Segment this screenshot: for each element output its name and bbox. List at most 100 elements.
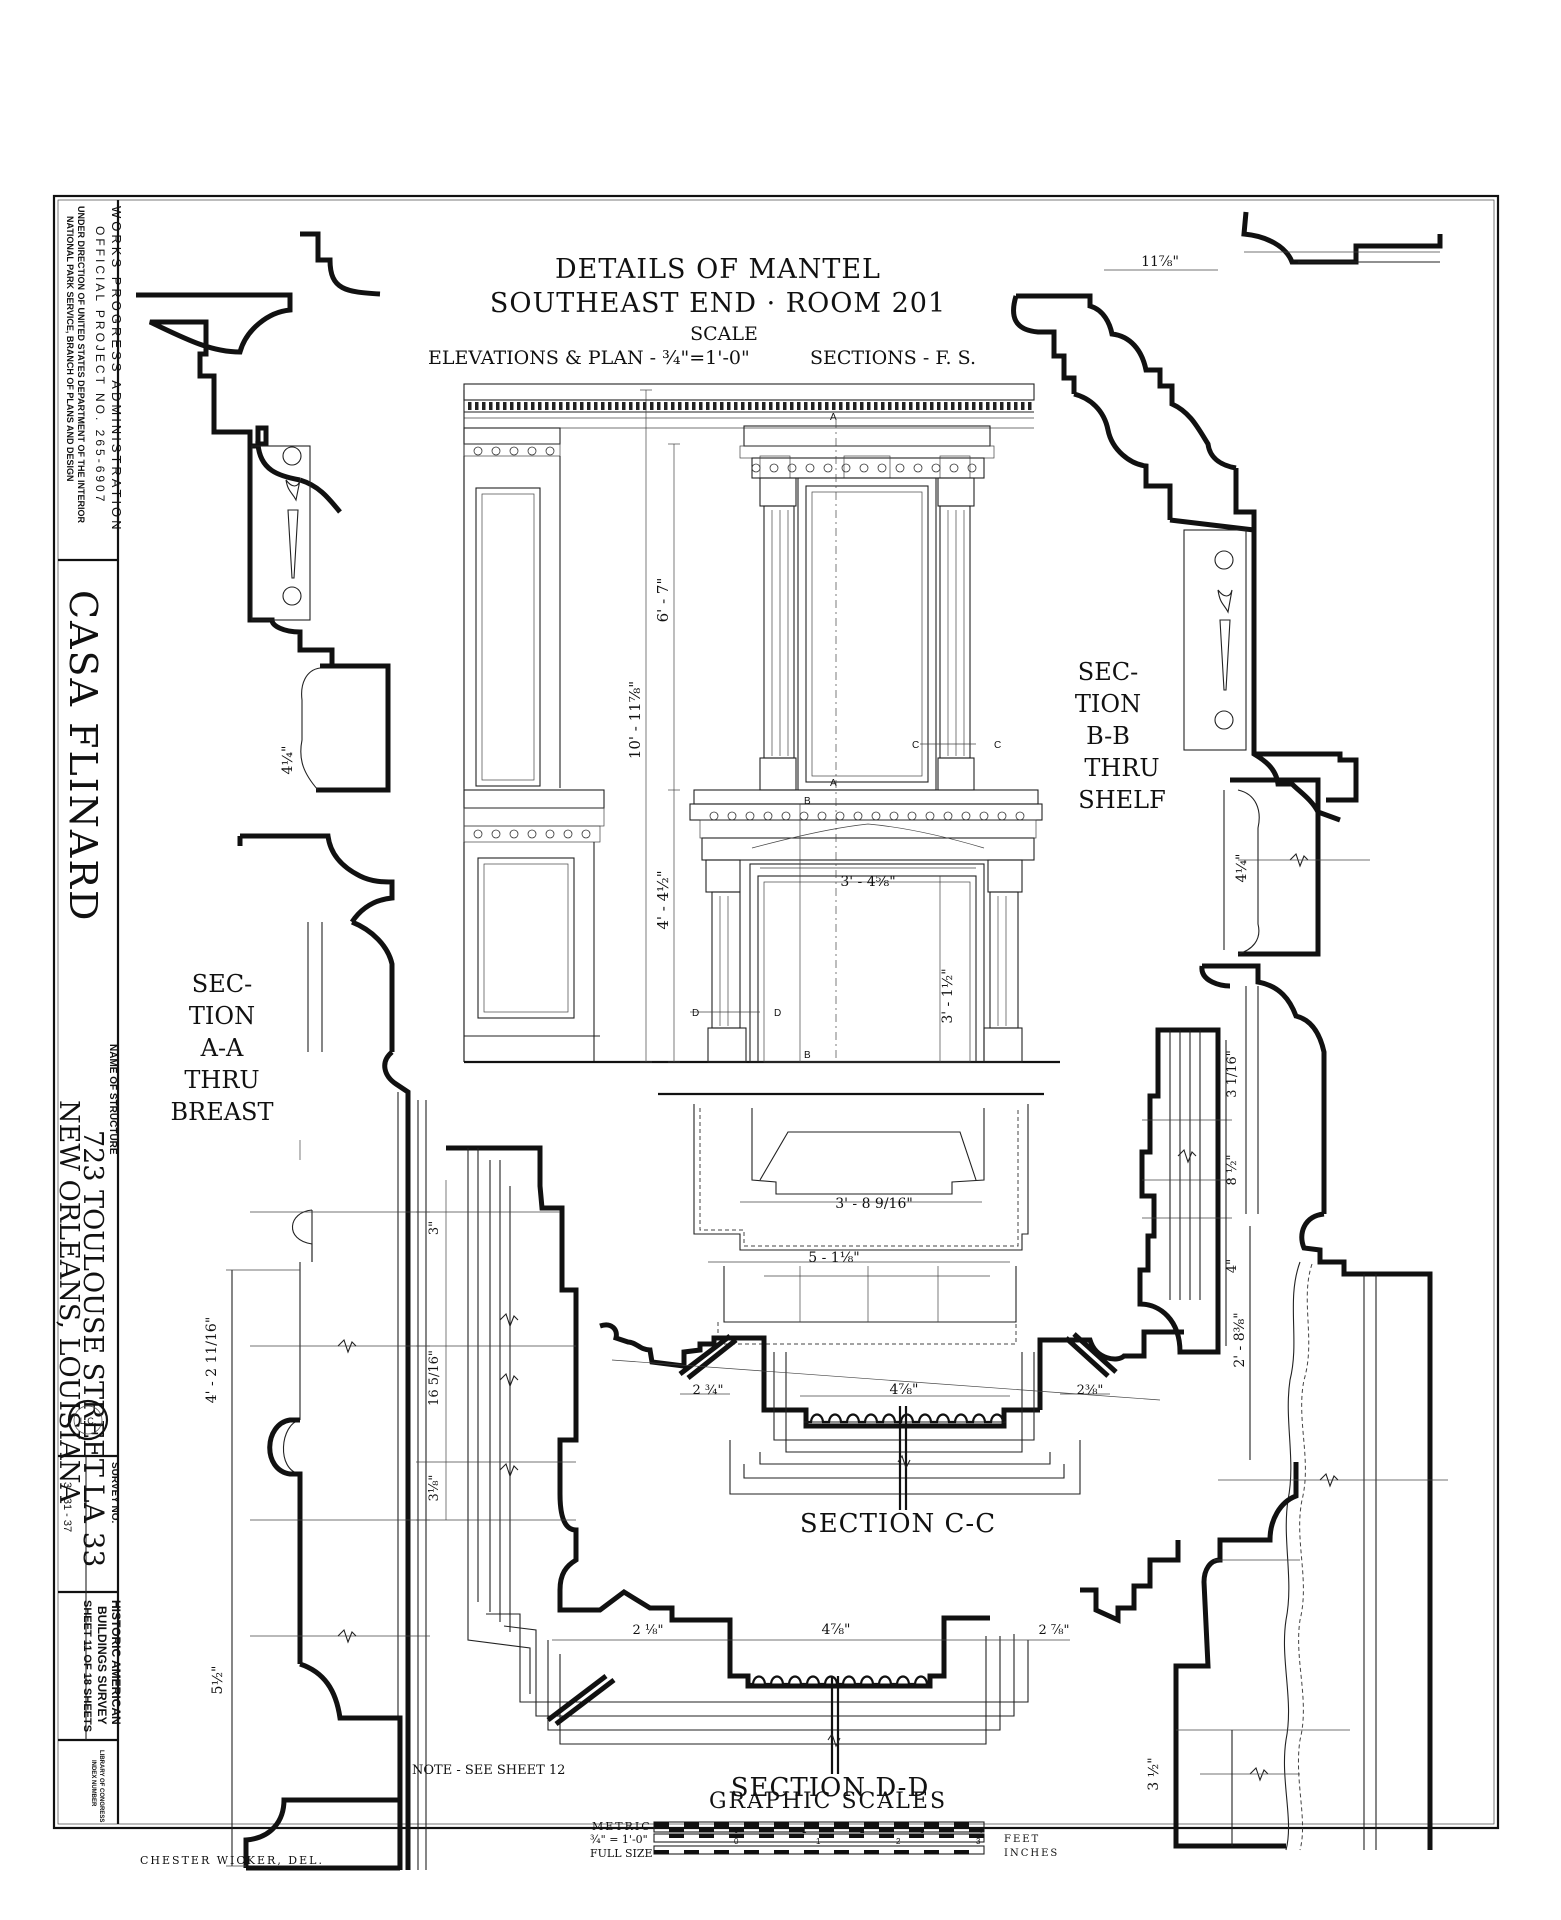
scale-check <box>954 1850 969 1854</box>
marker-b-bottom: B <box>804 1050 811 1061</box>
rosette <box>925 811 935 821</box>
dentil <box>1007 402 1011 410</box>
rosette <box>913 463 923 473</box>
svg-text:SEC-: SEC- <box>1078 658 1138 686</box>
scale-tick-b-2: 2 <box>896 1837 901 1846</box>
scale-check <box>744 1850 759 1854</box>
wpa-line-4: NATIONAL PARK SERVICE, BRANCH OF PLANS A… <box>65 216 75 482</box>
marker-c-left: C <box>912 740 919 751</box>
dentil <box>566 402 570 410</box>
survey-number: LA 33 <box>77 1484 110 1567</box>
scale-check <box>969 1834 984 1838</box>
rosette <box>581 829 591 839</box>
dentil <box>958 402 962 410</box>
dentil <box>734 402 738 410</box>
dentil <box>881 402 885 410</box>
rosette <box>841 463 851 473</box>
bb-dim-mid: 4¼" <box>1234 854 1250 883</box>
scale-check <box>834 1822 849 1827</box>
scale-check <box>924 1850 939 1854</box>
scale-tick-a-1: 1 <box>802 1826 807 1835</box>
scale-check <box>684 1850 699 1854</box>
rosette <box>1015 811 1025 821</box>
structure-name: CASA FLINARD <box>61 590 105 922</box>
svg-text:SHELF: SHELF <box>1078 786 1165 814</box>
rosette <box>907 811 917 821</box>
svg-text:TION: TION <box>189 1002 255 1030</box>
rosette <box>889 811 899 821</box>
rosette <box>709 811 719 821</box>
scale-check <box>879 1827 894 1832</box>
dentil <box>727 402 731 410</box>
marker-c-right: C <box>994 740 1001 751</box>
rosette <box>727 811 737 821</box>
dentil <box>839 402 843 410</box>
dd-dim-left: 2 ⅛" <box>633 1623 664 1638</box>
dentil <box>503 402 507 410</box>
section-bb-profile <box>1011 211 1448 1851</box>
svg-text:B-B: B-B <box>1086 722 1130 750</box>
dim-total-height: 10' - 11⅞" <box>626 681 644 759</box>
cc-dim-right: 2⅜" <box>1077 1383 1104 1398</box>
scale-check <box>969 1827 984 1832</box>
scale-check <box>864 1822 879 1827</box>
dentil <box>755 402 759 410</box>
section-aa-profile <box>136 231 430 1871</box>
dentil <box>748 402 752 410</box>
scale-check <box>864 1850 879 1854</box>
rosette <box>491 446 501 456</box>
dentil <box>888 402 892 410</box>
scale-check <box>789 1834 804 1838</box>
bb-dim-side-2: 8 ½" <box>1225 1155 1240 1186</box>
scale-check <box>804 1822 819 1827</box>
scale-tick-b-0: 0 <box>734 1837 739 1846</box>
wpa-line-2: OFFICIAL PROJECT NO. 265-6907 <box>93 226 107 504</box>
dentil <box>685 402 689 410</box>
dentil <box>629 402 633 410</box>
section-bb-label: SEC- TION B-B THRU SHELF <box>1075 658 1166 814</box>
dentil <box>482 402 486 410</box>
dentil <box>643 402 647 410</box>
dentil <box>699 402 703 410</box>
dim-plan-width: 3' - 8 9/16" <box>835 1196 913 1212</box>
dentil <box>636 402 640 410</box>
scale-check <box>669 1834 684 1838</box>
scale-check <box>744 1822 759 1827</box>
cc-dim-width: 4⅞" <box>890 1382 919 1398</box>
dentil <box>552 402 556 410</box>
marker-d-left: D <box>692 1008 699 1019</box>
loc-line-1: LIBRARY OF CONGRESS <box>98 1750 104 1822</box>
rosette <box>943 811 953 821</box>
svg-text:THRU: THRU <box>1084 754 1159 782</box>
dentil <box>720 402 724 410</box>
rosette <box>473 446 483 456</box>
scale-check <box>819 1834 834 1838</box>
scale-check <box>909 1834 924 1838</box>
dentil <box>895 402 899 410</box>
aa-dim-mid-3: 3⅛" <box>427 1475 442 1502</box>
sheet-border <box>52 194 1500 1830</box>
svg-text:THRU: THRU <box>184 1066 259 1094</box>
svg-text:BREAST: BREAST <box>170 1098 273 1126</box>
dentil <box>664 402 668 410</box>
scale-check <box>909 1827 924 1832</box>
dentil <box>951 402 955 410</box>
rosette <box>787 463 797 473</box>
rosette <box>967 463 977 473</box>
address-line-1: 723 TOULOUSE STREET <box>77 1130 108 1477</box>
scale-unit-b: INCHES <box>1004 1848 1059 1859</box>
scale-tick-b-1: 1 <box>816 1837 821 1846</box>
dentil <box>762 402 766 410</box>
drawing-title-line-1: DETAILS OF MANTEL <box>555 254 881 285</box>
dd-dim-width: 4⅞" <box>822 1622 851 1638</box>
scale-check <box>789 1827 804 1832</box>
scale-check <box>894 1850 909 1854</box>
dentil <box>790 402 794 410</box>
aa-dim-height: 4' - 2 11/16" <box>204 1317 220 1404</box>
dentil <box>496 402 500 410</box>
dim-overmantel-height: 6' - 7" <box>654 578 672 623</box>
scale-check <box>699 1827 714 1832</box>
marker-b-top: B <box>804 796 811 807</box>
dentil <box>867 402 871 410</box>
